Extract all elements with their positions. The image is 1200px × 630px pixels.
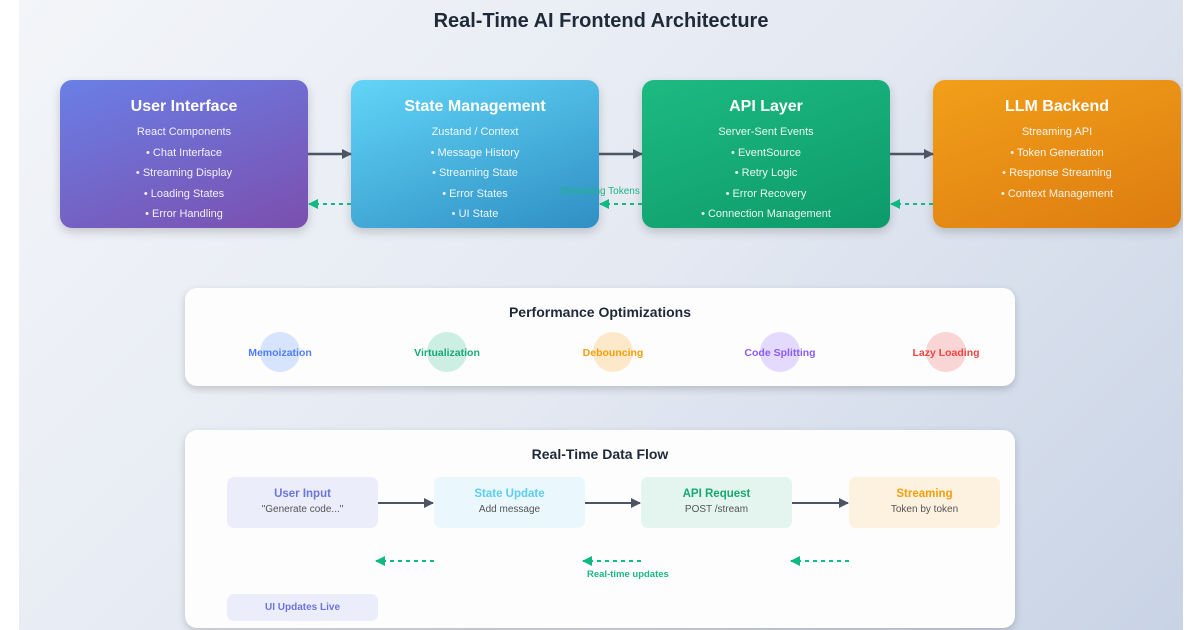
box-subtitle: Zustand / Context xyxy=(431,126,519,138)
optimization-label: Debouncing xyxy=(582,347,644,359)
flow-step-user-input: User Input "Generate code..." xyxy=(227,477,378,528)
optimization-circle xyxy=(926,332,966,372)
realtime-updates-label: Real-time updates xyxy=(587,569,669,580)
step-subtitle: Token by token xyxy=(890,504,959,515)
optimization-circle xyxy=(427,332,467,372)
box-title: LLM Backend xyxy=(1004,98,1109,115)
optimization-label: Lazy Loading xyxy=(912,347,980,359)
optimization-lazy-loading: Lazy Loading xyxy=(876,332,1016,374)
optimization-code-splitting: Code Splitting xyxy=(710,332,850,374)
diagram-canvas: Real-Time AI Frontend Architecture User … xyxy=(19,0,1183,630)
diagram-title: Real-Time AI Frontend Architecture xyxy=(433,10,769,32)
box-item: • Message History xyxy=(430,146,520,159)
box-item: • Error Handling xyxy=(145,208,223,221)
user-interface-box: User Interface React Components • Chat I… xyxy=(60,80,308,228)
data-flow-title: Real-Time Data Flow xyxy=(531,446,669,462)
optimization-label: Code Splitting xyxy=(744,347,816,359)
flow-step-api-request: API Request POST /stream xyxy=(641,477,792,528)
box-item: • EventSource xyxy=(731,146,801,159)
llm-backend-box: LLM Backend Streaming API • Token Genera… xyxy=(933,80,1181,228)
box-title: User Interface xyxy=(130,98,238,115)
box-item: • Error Recovery xyxy=(725,187,807,200)
api-layer-box: API Layer Server-Sent Events • EventSour… xyxy=(642,80,890,228)
step-title: API Request xyxy=(682,488,751,500)
streaming-tokens-label: Streaming Tokens xyxy=(560,186,640,197)
step-title: User Input xyxy=(274,488,331,500)
box-item: • Loading States xyxy=(143,187,225,200)
data-flow-panel: Real-Time Data Flow User Input "Generate… xyxy=(185,430,1015,628)
optimization-circle xyxy=(593,332,633,372)
box-item: • Token Generation xyxy=(1010,146,1104,159)
box-item: • Response Streaming xyxy=(1002,167,1112,180)
step-title: Streaming xyxy=(896,488,953,500)
box-title: API Layer xyxy=(729,98,803,115)
flow-step-state-update: State Update Add message xyxy=(434,477,585,528)
box-subtitle: Server-Sent Events xyxy=(718,126,814,138)
box-item: • UI State xyxy=(451,208,499,221)
optimization-memoization: Memoization xyxy=(210,332,350,374)
optimization-circle xyxy=(260,332,300,372)
step-subtitle: "Generate code..." xyxy=(261,504,344,515)
optimization-debouncing: Debouncing xyxy=(543,332,683,374)
performance-title: Performance Optimizations xyxy=(508,304,692,320)
box-subtitle: React Components xyxy=(136,126,232,138)
box-title: State Management xyxy=(404,98,546,115)
optimization-circle xyxy=(760,332,800,372)
box-item: • Connection Management xyxy=(701,208,831,221)
step-title: State Update xyxy=(474,488,545,500)
optimization-label: Memoization xyxy=(248,347,312,359)
box-subtitle: Streaming API xyxy=(1021,126,1093,138)
box-item: • Streaming Display xyxy=(135,167,233,180)
step-subtitle: Add message xyxy=(478,504,541,515)
box-item: • Error States xyxy=(442,187,508,200)
ui-updates-live-box: UI Updates Live xyxy=(227,594,378,621)
step-subtitle: POST /stream xyxy=(684,504,749,515)
flow-step-streaming: Streaming Token by token xyxy=(849,477,1000,528)
box-item: • Context Management xyxy=(1000,187,1114,200)
optimization-label: Virtualization xyxy=(414,347,480,359)
state-management-box: State Management Zustand / Context • Mes… xyxy=(351,80,599,228)
box-item: • Chat Interface xyxy=(145,146,222,159)
box-item: • Streaming State xyxy=(432,167,518,180)
performance-panel: Performance Optimizations Memoization Vi… xyxy=(185,288,1015,386)
optimization-virtualization: Virtualization xyxy=(377,332,517,374)
box-item: • Retry Logic xyxy=(734,167,798,180)
